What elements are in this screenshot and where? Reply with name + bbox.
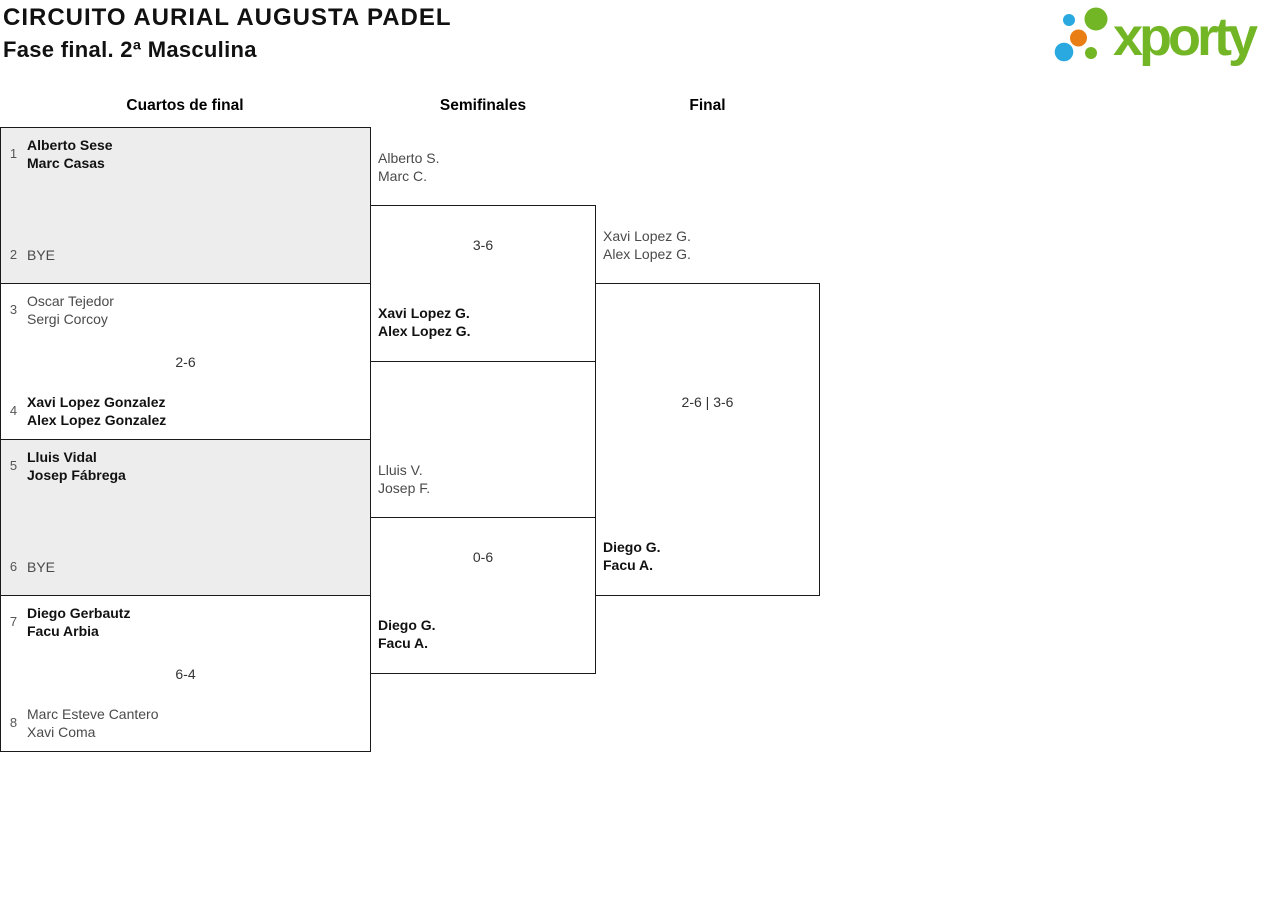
- team-names: Alberto Sese Marc Casas: [27, 136, 113, 172]
- team-names: BYE: [27, 246, 55, 264]
- match-qf-4[interactable]: 7 Diego Gerbautz Facu Arbia 6-4 8 Marc E…: [0, 595, 371, 752]
- seed-number: 3: [9, 302, 18, 317]
- player-name: Xavi Lopez Gonzalez: [27, 394, 166, 410]
- team-slot-top: Lluis V. Josep F.: [378, 461, 589, 497]
- team-slot-bottom: 6 BYE: [7, 549, 364, 585]
- logo-dot-blue-large: [1054, 42, 1074, 62]
- team-slot-top: 3 Oscar Tejedor Sergi Corcoy: [7, 292, 364, 328]
- team-slot-bottom: 4 Xavi Lopez Gonzalez Alex Lopez Gonzale…: [7, 393, 364, 429]
- team-slot-top: Alberto S. Marc C.: [378, 149, 589, 185]
- match-score: 3-6: [472, 237, 494, 253]
- player-name: Oscar Tejedor: [27, 293, 114, 309]
- player-name: Diego G.: [603, 539, 661, 555]
- team-names: Xavi Lopez G. Alex Lopez G.: [378, 304, 471, 340]
- player-name: Alex Lopez Gonzalez: [27, 412, 167, 428]
- seed-number: 7: [9, 614, 18, 629]
- player-name: Sergi Corcoy: [27, 311, 108, 327]
- team-slot-bottom: 8 Marc Esteve Cantero Xavi Coma: [7, 705, 364, 741]
- seed-number: 4: [9, 403, 18, 418]
- team-slot-top: 7 Diego Gerbautz Facu Arbia: [7, 604, 364, 640]
- seed-number: 2: [9, 247, 18, 262]
- team-slot-top: 5 Lluis Vidal Josep Fábrega: [7, 448, 364, 484]
- match-sf-2[interactable]: Lluis V. Josep F. 0-6 Diego G. Facu A.: [370, 462, 596, 674]
- player-name: Xavi Coma: [27, 724, 96, 740]
- logo-dot-blue-small: [1063, 14, 1075, 26]
- logo-wordmark: xporty: [1113, 7, 1258, 67]
- player-name: Facu A.: [378, 635, 429, 651]
- team-names: Oscar Tejedor Sergi Corcoy: [27, 292, 114, 328]
- page-title: CIRCUITO AURIAL AUGUSTA PADEL: [3, 4, 452, 31]
- team-names: Diego Gerbautz Facu Arbia: [27, 604, 130, 640]
- team-names: Diego G. Facu A.: [378, 616, 436, 652]
- seed-number: 5: [9, 458, 18, 473]
- player-name: Marc C.: [378, 168, 427, 184]
- team-names: Lluis V. Josep F.: [378, 461, 430, 497]
- seed-number: 6: [9, 559, 18, 574]
- player-name: Facu Arbia: [27, 623, 99, 639]
- match-final[interactable]: Xavi Lopez G. Alex Lopez G. 2-6 | 3-6 Di…: [595, 228, 820, 596]
- logo-dot-green-small: [1085, 47, 1097, 59]
- player-name: Lluis V.: [378, 462, 423, 478]
- team-slot-top: 1 Alberto Sese Marc Casas: [7, 136, 364, 172]
- player-name: Marc Casas: [27, 155, 105, 171]
- player-name: Alberto Sese: [27, 137, 113, 153]
- player-name: Xavi Lopez G.: [378, 305, 470, 321]
- logo-dot-green-large: [1084, 7, 1108, 31]
- player-name: Josep Fábrega: [27, 467, 126, 483]
- player-name: Josep F.: [378, 480, 431, 496]
- team-names: Marc Esteve Cantero Xavi Coma: [27, 705, 159, 741]
- team-names: BYE: [27, 558, 55, 576]
- player-name: Alex Lopez G.: [378, 323, 471, 339]
- match-score: 6-4: [175, 666, 196, 682]
- player-name: BYE: [27, 559, 56, 575]
- team-slot-bottom: Diego G. Facu A.: [603, 538, 813, 574]
- team-names: Diego G. Facu A.: [603, 538, 661, 574]
- match-qf-1[interactable]: 1 Alberto Sese Marc Casas 2 BYE: [0, 127, 371, 284]
- player-name: Diego Gerbautz: [27, 605, 131, 621]
- player-name: Alberto S.: [378, 150, 440, 166]
- player-name: BYE: [27, 247, 56, 263]
- team-names: Xavi Lopez G. Alex Lopez G.: [603, 227, 691, 263]
- seed-number: 1: [9, 146, 18, 161]
- team-names: Alberto S. Marc C.: [378, 149, 439, 185]
- round-header-final: Final: [689, 97, 726, 114]
- team-slot-top: Xavi Lopez G. Alex Lopez G.: [603, 227, 813, 263]
- player-name: Diego G.: [378, 617, 436, 633]
- match-qf-3[interactable]: 5 Lluis Vidal Josep Fábrega 6 BYE: [0, 439, 371, 596]
- team-names: Lluis Vidal Josep Fábrega: [27, 448, 126, 484]
- page-header: CIRCUITO AURIAL AUGUSTA PADEL Fase final…: [3, 2, 452, 65]
- match-score: 2-6: [175, 354, 196, 370]
- xporty-logo[interactable]: xporty: [1050, 2, 1280, 74]
- logo-dot-orange: [1070, 29, 1087, 47]
- player-name: Xavi Lopez G.: [603, 228, 691, 244]
- team-names: Xavi Lopez Gonzalez Alex Lopez Gonzalez: [27, 393, 166, 429]
- match-sf-1[interactable]: Alberto S. Marc C. 3-6 Xavi Lopez G. Ale…: [370, 150, 596, 362]
- page-subtitle: Fase final. 2ª Masculina: [3, 37, 257, 62]
- team-slot-bottom: Xavi Lopez G. Alex Lopez G.: [378, 304, 589, 340]
- team-slot-bottom: 2 BYE: [7, 237, 364, 273]
- player-name: Alex Lopez G.: [603, 246, 691, 262]
- player-name: Marc Esteve Cantero: [27, 706, 159, 722]
- player-name: Lluis Vidal: [27, 449, 97, 465]
- player-name: Facu A.: [603, 557, 654, 573]
- seed-number: 8: [9, 715, 18, 730]
- round-header-semifinales: Semifinales: [439, 97, 527, 114]
- round-header-cuartos: Cuartos de final: [126, 97, 244, 114]
- match-score: 2-6 | 3-6: [681, 394, 734, 410]
- match-score: 0-6: [472, 549, 494, 565]
- team-slot-bottom: Diego G. Facu A.: [378, 616, 589, 652]
- match-qf-2[interactable]: 3 Oscar Tejedor Sergi Corcoy 2-6 4 Xavi …: [0, 283, 371, 440]
